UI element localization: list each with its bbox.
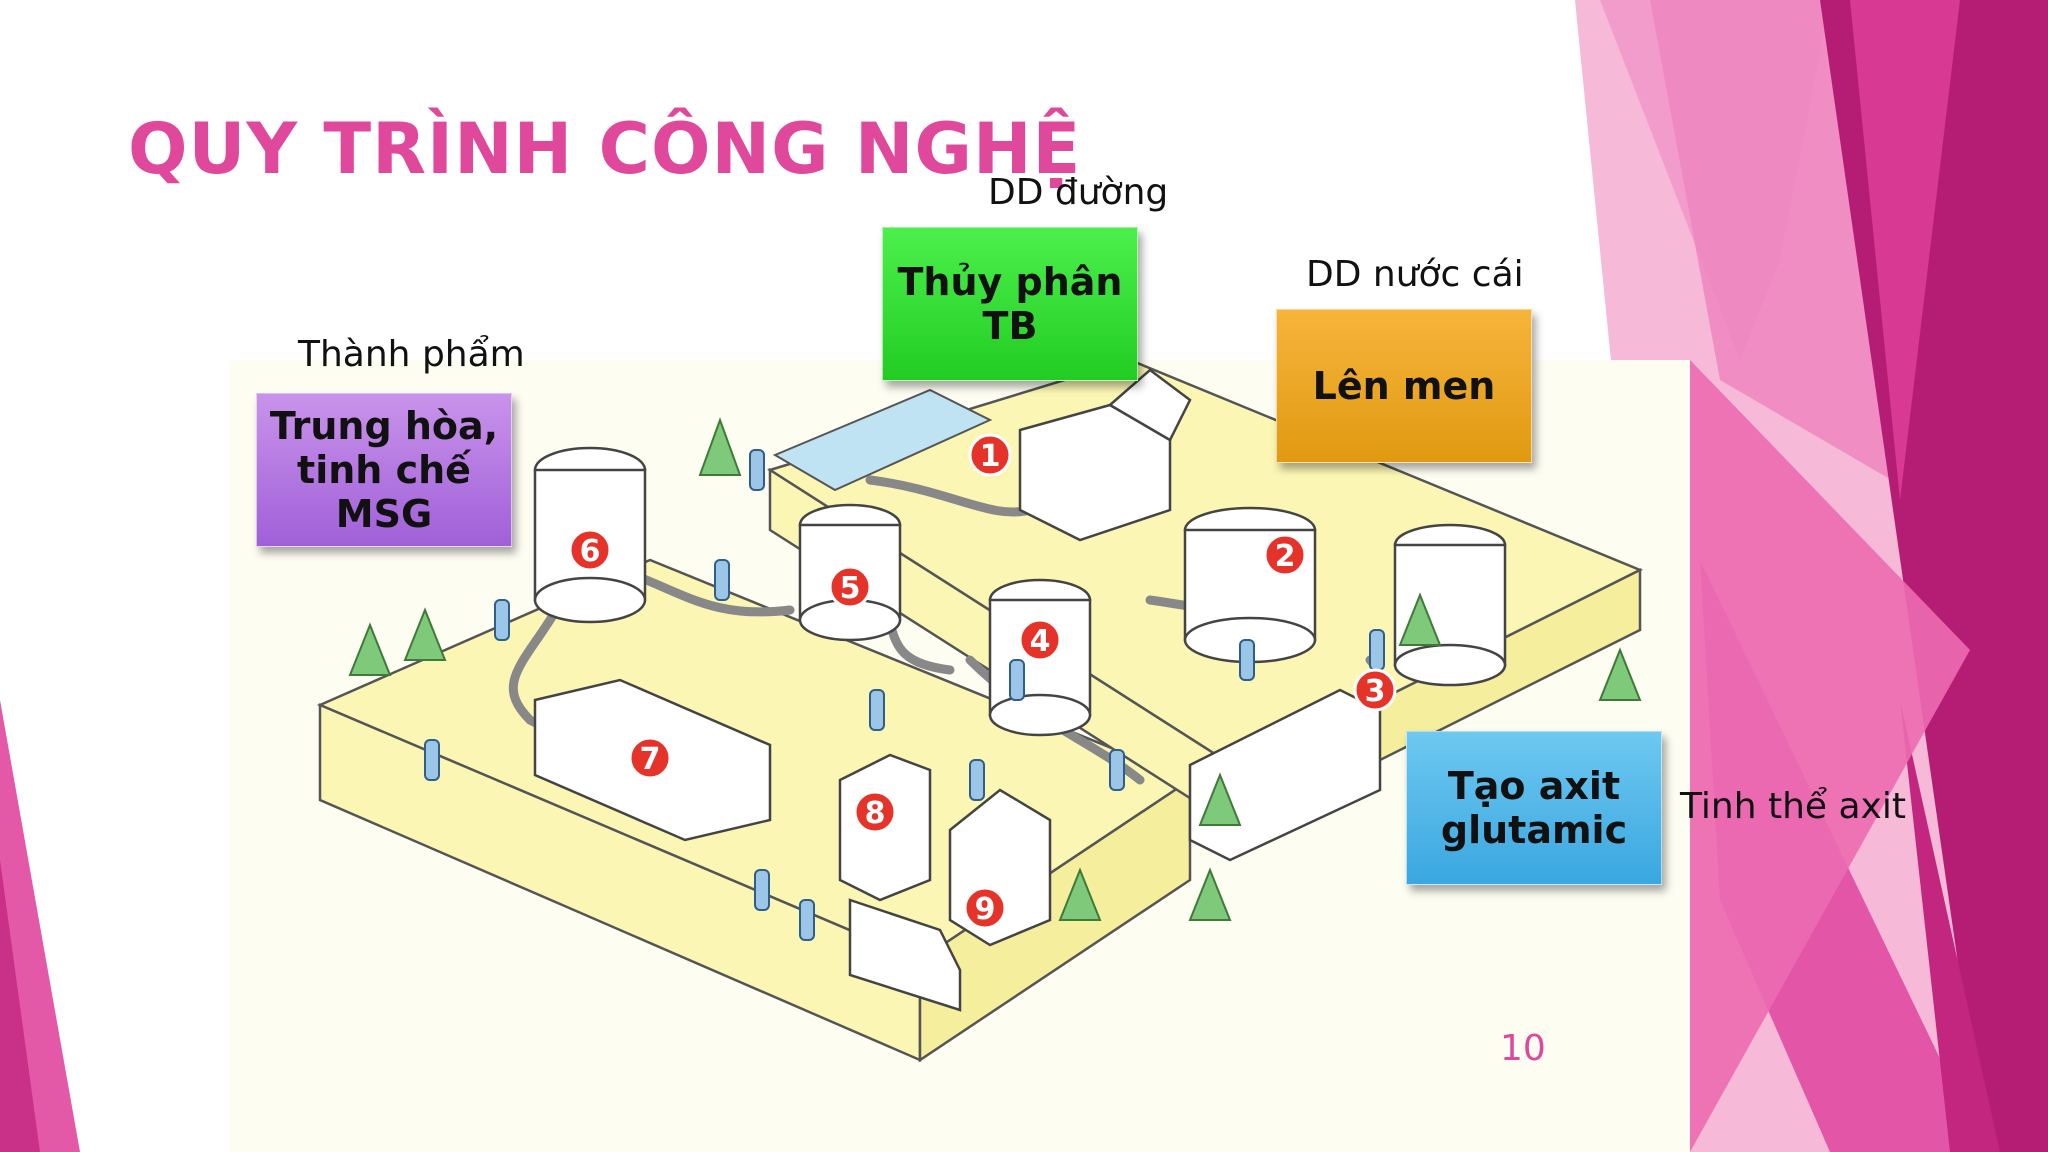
step-tao-axit: Tạo axit glutamic [1406, 731, 1662, 885]
badge-7: 7 [628, 736, 672, 780]
badge-8: 8 [853, 790, 897, 834]
badge-5: 5 [828, 565, 872, 609]
badge-9: 9 [963, 886, 1007, 930]
svg-text:1: 1 [980, 439, 1001, 474]
svg-text:7: 7 [640, 742, 661, 777]
page-number: 10 [1500, 1028, 1546, 1069]
svg-text:8: 8 [865, 796, 886, 831]
step-thuy-phan: Thủy phân TB [882, 227, 1138, 381]
label-thanh-pham: Thành phẩm [298, 334, 525, 375]
badge-1: 1 [968, 433, 1012, 477]
water [772, 388, 993, 492]
slide-title: QUY TRÌNH CÔNG NGHỆ [128, 108, 1082, 190]
label-dd-nuoc-cai: DD nước cái [1306, 254, 1524, 295]
svg-text:2: 2 [1275, 539, 1296, 574]
svg-text:5: 5 [840, 571, 861, 606]
step-trung-hoa: Trung hòa, tinh chế MSG [256, 393, 512, 547]
svg-text:4: 4 [1030, 624, 1051, 659]
badge-6: 6 [568, 528, 612, 572]
svg-text:3: 3 [1365, 674, 1386, 709]
label-dd-duong: DD đường [988, 172, 1169, 213]
label-tinh-the-axit: Tinh thể axit [1680, 786, 1906, 827]
badge-3: 3 [1353, 668, 1397, 712]
badge-2: 2 [1263, 533, 1307, 577]
svg-text:9: 9 [975, 892, 996, 927]
step-len-men: Lên men [1276, 309, 1532, 463]
badge-4: 4 [1018, 618, 1062, 662]
svg-text:6: 6 [580, 534, 601, 569]
